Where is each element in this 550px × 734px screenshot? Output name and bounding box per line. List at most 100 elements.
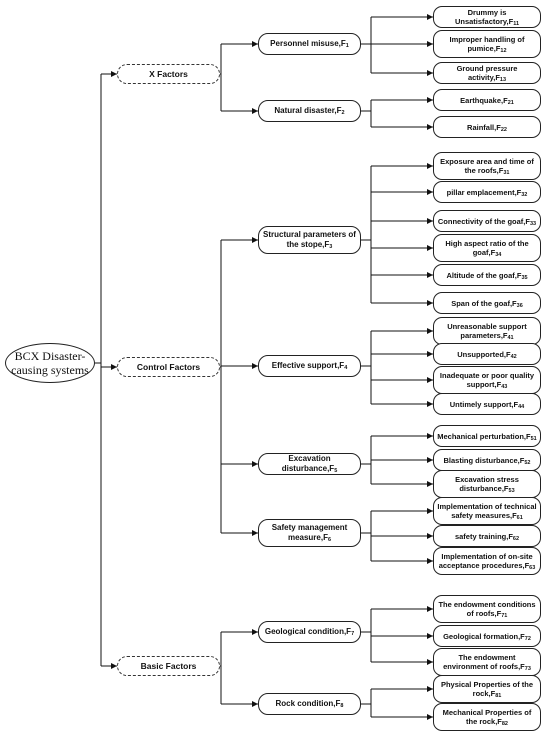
category-node: X Factors: [117, 64, 220, 84]
factor-node-label: Personnel misuse,F1: [270, 39, 349, 49]
factor-node-label: Rock condition,F8: [275, 699, 344, 709]
sub-factor-node: Exposure area and time of the roofs,F31: [433, 152, 541, 180]
sub-factor-node-label: Implementation of on-site acceptance pro…: [438, 552, 536, 571]
root-node: BCX Disaster-causing systems: [5, 343, 95, 383]
sub-factor-node-label: safety training,F62: [454, 531, 520, 542]
sub-factor-node: High aspect ratio of the goaf,F34: [433, 234, 541, 262]
category-node-label: Control Factors: [136, 362, 201, 372]
category-node: Control Factors: [117, 357, 220, 377]
sub-factor-node-label: Earthquake,F21: [460, 95, 514, 106]
sub-factor-node: Untimely support,F44: [433, 393, 541, 415]
sub-factor-node-subscript: 42: [510, 353, 517, 360]
sub-factor-node-label: Connectivity of the goaf,F33: [437, 216, 537, 227]
sub-factor-node-subscript: 36: [516, 302, 523, 309]
sub-factor-node: The endowment conditions of roofs,F71: [433, 595, 541, 623]
sub-factor-node-subscript: 61: [516, 515, 523, 521]
sub-factor-node: Blasting disturbance,F52: [433, 449, 541, 471]
sub-factor-node-subscript: 53: [508, 488, 515, 494]
sub-factor-node-label: Unreasonable support parameters,F41: [447, 322, 527, 341]
factor-node: Personnel misuse,F1: [258, 33, 361, 55]
category-node: Basic Factors: [117, 656, 220, 676]
sub-factor-node: Geological formation,F72: [433, 625, 541, 647]
factor-node-label: Excavation disturbance,F5: [281, 454, 338, 474]
sub-factor-node: Improper handling of pumice,F12: [433, 30, 541, 58]
factor-node-subscript: 7: [351, 631, 355, 637]
sub-factor-node-subscript: 51: [530, 435, 537, 442]
sub-factor-node-subscript: 13: [499, 77, 507, 83]
sub-factor-node-subscript: 72: [524, 635, 531, 642]
sub-factor-node: The endowment environment of roofs,F73: [433, 648, 541, 676]
sub-factor-node-subscript: 43: [501, 384, 508, 390]
sub-factor-node-label: Inadequate or poor quality support,F43: [439, 371, 535, 390]
sub-factor-node-subscript: 21: [507, 99, 514, 106]
sub-factor-node: Mechanical perturbation,F51: [433, 425, 541, 447]
sub-factor-node: Mechanical Properties of the rock,F82: [433, 703, 541, 731]
category-node-label: Basic Factors: [140, 661, 197, 671]
sub-factor-node: Implementation of on-site acceptance pro…: [433, 547, 541, 575]
factor-node: Effective support,F4: [258, 355, 361, 377]
factor-node-label: Geological condition,F7: [264, 627, 355, 637]
sub-factor-node-label: High aspect ratio of the goaf,F34: [445, 239, 529, 258]
factor-node: Natural disaster,F2: [258, 100, 361, 122]
factor-node: Geological condition,F7: [258, 621, 361, 643]
factor-node: Rock condition,F8: [258, 693, 361, 715]
sub-factor-node: Altitude of the goaf,F35: [433, 264, 541, 286]
sub-factor-node-subscript: 71: [501, 613, 508, 619]
sub-factor-node-label: Physical Properties of the rock,F81: [440, 680, 534, 699]
sub-factor-node-subscript: 41: [507, 335, 514, 341]
factor-node: Structural parameters of the stope,F3: [258, 226, 361, 254]
sub-factor-node-label: Excavation stress disturbance,F53: [455, 475, 519, 494]
factor-node-label: Safety management measure,F6: [271, 523, 348, 543]
sub-factor-node-subscript: 81: [495, 693, 502, 699]
sub-factor-node: Implementation of technical safety measu…: [433, 497, 541, 525]
sub-factor-node: pillar emplacement,F32: [433, 181, 541, 203]
sub-factor-node-subscript: 62: [512, 535, 520, 542]
sub-factor-node-label: Rainfall,F22: [467, 122, 507, 133]
sub-factor-node: Rainfall,F22: [433, 116, 541, 138]
sub-factor-node: Span of the goaf,F36: [433, 292, 541, 314]
factor-node-label: Structural parameters of the stope,F3: [263, 230, 356, 250]
sub-factor-node-subscript: 44: [518, 403, 525, 410]
sub-factor-node-subscript: 22: [500, 126, 507, 133]
factor-node-subscript: 2: [341, 110, 345, 116]
sub-factor-node-label: Untimely support,F44: [449, 399, 525, 410]
sub-factor-node-label: Drummy is Unsatisfactory,F11: [454, 8, 520, 27]
factor-node-label: Natural disaster,F2: [274, 106, 345, 116]
sub-factor-node-label: Altitude of the goaf,F35: [446, 270, 528, 281]
sub-factor-node: Unreasonable support parameters,F41: [433, 317, 541, 345]
sub-factor-node-subscript: 73: [524, 666, 531, 672]
factor-node-subscript: 5: [334, 468, 338, 474]
category-node-label: X Factors: [149, 69, 188, 79]
sub-factor-node-label: Unsupported,F42: [457, 349, 517, 360]
sub-factor-node-subscript: 34: [495, 252, 502, 258]
sub-factor-node-subscript: 32: [521, 191, 528, 198]
sub-factor-node: Earthquake,F21: [433, 89, 541, 111]
sub-factor-node-label: The endowment conditions of roofs,F71: [438, 600, 536, 619]
sub-factor-node-label: Implementation of technical safety measu…: [437, 502, 537, 521]
sub-factor-node-label: pillar emplacement,F32: [446, 187, 528, 198]
sub-factor-node: Physical Properties of the rock,F81: [433, 675, 541, 703]
sub-factor-node: Inadequate or poor quality support,F43: [433, 366, 541, 394]
sub-factor-node-subscript: 11: [513, 21, 520, 27]
sub-factor-node-subscript: 31: [503, 170, 510, 176]
sub-factor-node-label: Mechanical Properties of the rock,F82: [442, 708, 532, 727]
sub-factor-node-label: Mechanical perturbation,F51: [437, 431, 537, 442]
root-label: BCX Disaster-causing systems: [11, 349, 89, 377]
sub-factor-node-subscript: 33: [529, 220, 537, 227]
sub-factor-node-subscript: 52: [524, 459, 531, 466]
sub-factor-node-label: Improper handling of pumice,F12: [449, 35, 525, 54]
factor-node: Excavation disturbance,F5: [258, 453, 361, 475]
factor-node: Safety management measure,F6: [258, 519, 361, 547]
sub-factor-node: Connectivity of the goaf,F33: [433, 210, 541, 232]
sub-factor-node: Ground pressure activity,F13: [433, 62, 541, 84]
factor-node-subscript: 4: [344, 365, 348, 371]
factor-node-subscript: 1: [345, 43, 349, 49]
sub-factor-node-subscript: 12: [500, 48, 507, 54]
sub-factor-node-label: Ground pressure activity,F13: [456, 64, 518, 83]
sub-factor-node: Drummy is Unsatisfactory,F11: [433, 6, 541, 28]
sub-factor-node-label: Exposure area and time of the roofs,F31: [440, 157, 534, 176]
factor-node-subscript: 6: [327, 537, 332, 543]
sub-factor-node-label: Span of the goaf,F36: [451, 298, 523, 309]
sub-factor-node-label: Geological formation,F72: [443, 631, 531, 642]
